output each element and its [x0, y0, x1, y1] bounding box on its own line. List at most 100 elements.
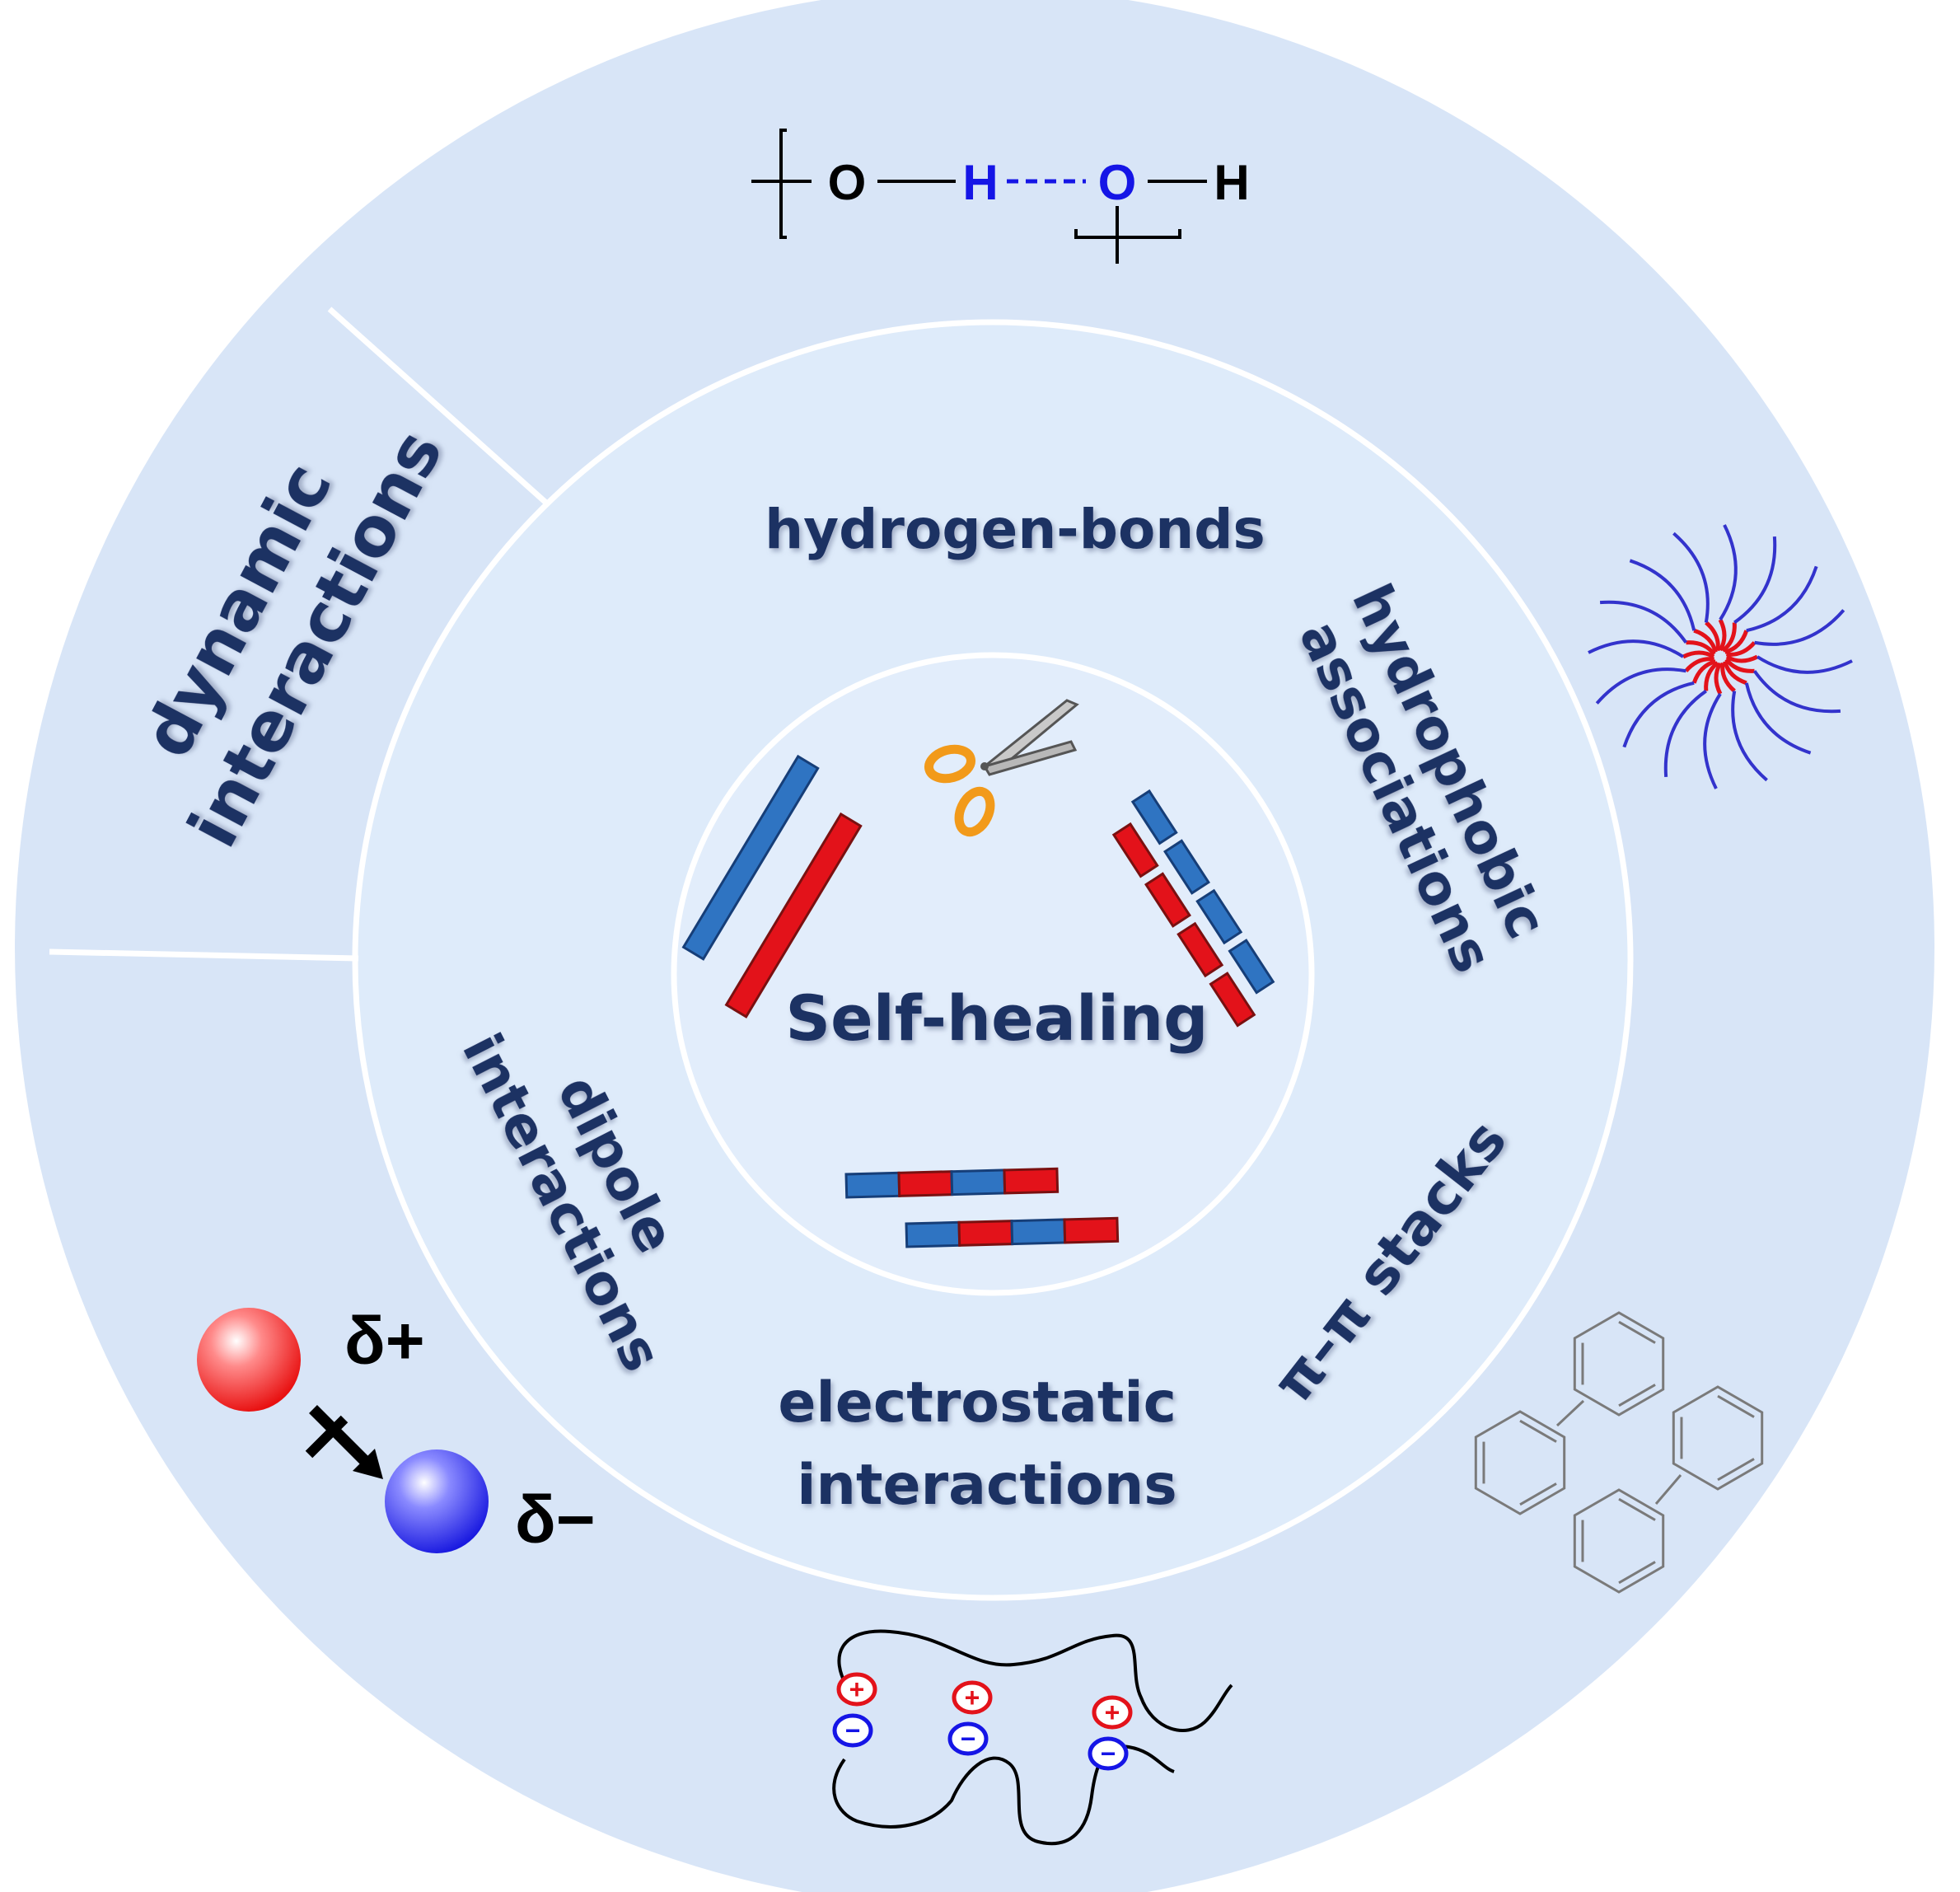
micelle-tail: [1703, 692, 1722, 789]
self-healing-title: Self-healing: [785, 981, 1208, 1055]
cut-red-seg: [1144, 872, 1191, 928]
minus-sign: −: [1101, 1739, 1116, 1768]
plus-sign: +: [965, 1683, 980, 1712]
bracket-left: [779, 129, 787, 239]
dipole-illustration: δ+ δ−: [197, 1304, 596, 1557]
benzene-ring: [1474, 1410, 1566, 1515]
micelle-head: [1714, 662, 1723, 695]
cut-blue-seg: [1228, 939, 1275, 995]
blue-chain-bar: [681, 754, 820, 961]
healed-seg: [1010, 1218, 1067, 1246]
delta-minus-label: δ−: [515, 1482, 596, 1557]
bracket-bottom: [1074, 229, 1181, 239]
negative-sphere: [385, 1449, 489, 1553]
cut-blue-seg: [1130, 789, 1178, 845]
double-bond: [1618, 1497, 1656, 1521]
healed-seg: [1003, 1167, 1060, 1195]
micelle-icon: [1588, 524, 1853, 789]
micelle-head: [1682, 650, 1715, 659]
micelle-head: [1684, 657, 1714, 672]
micelle-head: [1691, 659, 1717, 684]
double-bond: [1717, 1394, 1755, 1418]
micelle-tail: [1754, 609, 1845, 646]
micelle-tail: [1663, 689, 1707, 778]
double-bond: [1519, 1482, 1557, 1506]
hbond-formula: O H O H: [751, 129, 1250, 264]
dipole-arrow-icon: [305, 1405, 383, 1479]
micelle-head: [1705, 621, 1720, 651]
micelle-tail: [1731, 691, 1768, 782]
double-bond: [1618, 1561, 1656, 1585]
polymer-chain-upper: [837, 1629, 1233, 1732]
micelle-head: [1723, 660, 1747, 686]
red-chain-bar: [724, 812, 863, 1019]
cut-red-seg: [1111, 822, 1159, 878]
micelle-head: [1686, 640, 1716, 656]
positive-sphere: [197, 1308, 301, 1412]
micelle-tail: [1629, 559, 1696, 631]
micelle-head: [1721, 622, 1737, 653]
ion-pair: + −: [832, 1672, 877, 1748]
electrostatic-chain: + − + − + −: [832, 1629, 1233, 1846]
micelle-tail: [1595, 667, 1686, 705]
micelle-tail: [1672, 532, 1710, 623]
hbond-o2: O: [1098, 155, 1137, 210]
hbond-h2: H: [1214, 155, 1249, 210]
double-bond: [1519, 1419, 1557, 1443]
plus-sign: +: [849, 1674, 865, 1704]
micelle-head: [1724, 630, 1749, 654]
micelle-head: [1726, 641, 1757, 657]
delta-plus-label: δ+: [344, 1304, 425, 1379]
micelle-tail: [1599, 600, 1688, 644]
micelle-tail: [1733, 536, 1777, 625]
biphenyl-structures: [1474, 1311, 1764, 1594]
healed-seg: [905, 1220, 961, 1248]
double-bond: [1618, 1320, 1656, 1344]
micelle-head: [1724, 658, 1755, 673]
divider-lower: [49, 948, 359, 962]
healed-seg: [957, 1220, 1014, 1247]
healed-seg: [844, 1171, 901, 1199]
benzene-ring: [1573, 1488, 1665, 1594]
ion-pair: + −: [947, 1680, 993, 1756]
minus-sign: −: [961, 1724, 976, 1754]
micelle-tail: [1752, 670, 1841, 714]
ring-link: [1555, 1399, 1585, 1427]
ring-link: [1654, 1474, 1682, 1505]
double-bond: [1717, 1458, 1755, 1482]
micelle-tail: [1744, 682, 1812, 755]
healed-chains: [844, 1167, 1120, 1248]
electrostatic-label: electrostatic interactions: [778, 1370, 1195, 1518]
micelle-tail: [1719, 524, 1738, 621]
cut-red-seg: [1209, 972, 1256, 1028]
double-bond: [1618, 1384, 1656, 1407]
micelle-tail: [1756, 655, 1853, 674]
micelle-head: [1693, 628, 1718, 653]
hbond-h1: H: [962, 155, 998, 210]
electrostatic-line1: electrostatic: [778, 1370, 1176, 1435]
intact-chains: [681, 754, 863, 1019]
cut-chains: [1111, 789, 1275, 1028]
benzene-ring: [1573, 1311, 1665, 1417]
hydrogen-bonds-label: hydrogen-bonds: [765, 498, 1265, 561]
healed-seg: [897, 1170, 954, 1197]
cut-blue-seg: [1195, 888, 1243, 945]
benzene-ring: [1672, 1385, 1764, 1491]
micelle-head: [1704, 661, 1719, 691]
micelle-tail: [1588, 639, 1685, 658]
micelle-head: [1718, 618, 1727, 652]
minus-sign: −: [845, 1716, 861, 1745]
cut-blue-seg: [1163, 839, 1210, 895]
micelle-head: [1720, 663, 1736, 693]
micelle-head: [1725, 654, 1759, 663]
plus-sign: +: [1105, 1698, 1120, 1727]
electrostatic-line2: interactions: [797, 1453, 1177, 1518]
micelle-tail: [1746, 565, 1818, 633]
micelle-tail: [1622, 681, 1695, 748]
healed-seg: [1063, 1216, 1120, 1244]
hbond-o1: O: [828, 155, 867, 210]
healed-seg: [950, 1168, 1007, 1197]
divider-upper: [327, 307, 550, 507]
cut-red-seg: [1176, 921, 1224, 978]
